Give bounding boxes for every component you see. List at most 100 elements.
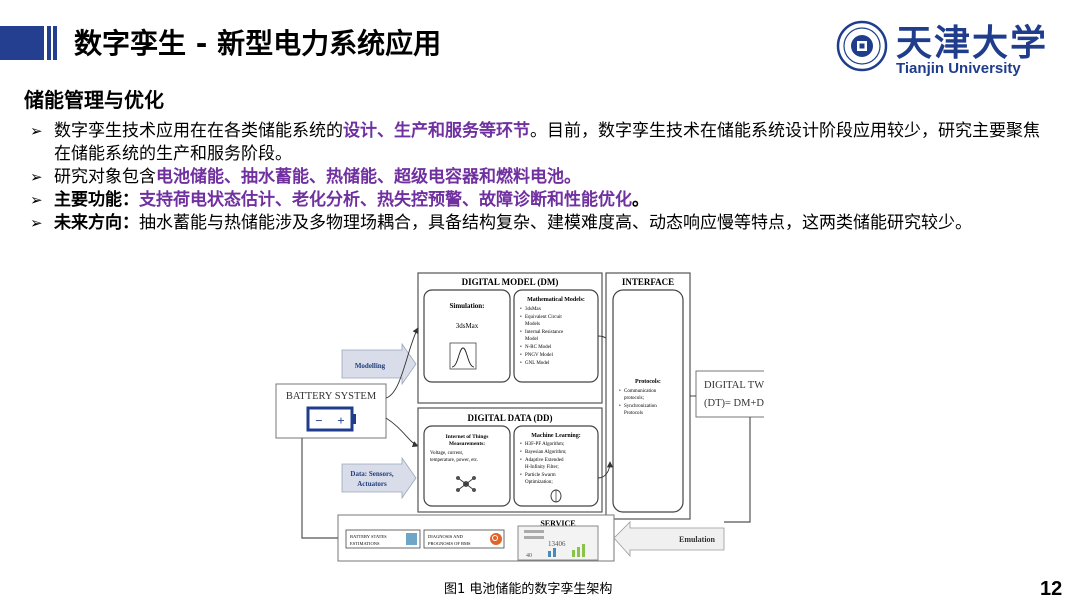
simulation-box <box>423 289 511 383</box>
battery-states-label: BATTERY STATES <box>350 534 387 539</box>
ml-item: • <box>520 473 522 478</box>
protocol-item: Synchronization <box>624 404 657 409</box>
iot-text: temperature, power, etc. <box>430 458 478 463</box>
iot-text: Voltage, current, <box>430 451 463 456</box>
bullet-arrow-icon: ➢ <box>30 168 43 186</box>
university-name-en: Tianjin University <box>896 60 1021 77</box>
protocol-item: Communication <box>624 389 657 394</box>
math-model-item: N-RC Model <box>525 345 552 350</box>
ml-item: H3F-PF Algorithm; <box>525 442 564 447</box>
protocol-item: protocols; <box>624 396 644 401</box>
bullet-highlight: 支持荷电状态估计、老化分析、热失控预警、故障诊断和性能优化 <box>139 190 632 210</box>
math-model-item: PNGV Model <box>525 353 553 358</box>
iot-title: Measurements: <box>449 441 485 447</box>
bullet-label: 未来方向： <box>54 213 139 233</box>
ml-item: Particle Swarm <box>525 473 556 478</box>
monitor-value: 13406 <box>548 540 566 548</box>
bullet-item: ➢ 主要功能：支持荷电状态估计、老化分析、热失控预警、故障诊断和性能优化。 <box>30 189 1040 212</box>
bullet-highlight: 设计、生产和服务等环节 <box>343 121 530 141</box>
figure-caption: 图1 电池储能的数字孪生架构 <box>444 582 613 597</box>
modelling-label: Modelling <box>355 362 386 370</box>
battery-plus-sign: + <box>337 413 344 428</box>
bullet-label: 主要功能： <box>54 190 139 210</box>
battery-icon: − + <box>306 406 356 432</box>
bullet-item: ➢ 未来方向：抽水蓄能与热储能涉及多物理场耦合，具备结构复杂、建模难度高、动态响… <box>30 212 1040 235</box>
university-seal-icon <box>836 20 888 72</box>
digital-twin-box <box>695 370 764 418</box>
battery-states-icon <box>406 533 417 545</box>
simulation-tool: 3dsMax <box>456 322 479 330</box>
ml-item: Bayesian Algorithm; <box>525 450 567 455</box>
header-accent-bar <box>0 26 44 60</box>
protocols-box <box>612 289 684 513</box>
ml-item: Optimization; <box>525 480 553 485</box>
math-model-item: GNL Model <box>525 361 550 366</box>
math-model-item: Models <box>525 322 540 327</box>
interface-title: INTERFACE <box>622 277 674 287</box>
bullet-text: 。 <box>632 190 649 210</box>
bullet-arrow-icon: ➢ <box>30 214 43 232</box>
battery-states-label: ESTIMATIONS <box>350 541 380 546</box>
math-models-title: Mathematical Models: <box>527 297 585 303</box>
bullet-highlight: 电池储能、抽水蓄能、热储能、超级电容器和燃料电池。 <box>156 167 581 187</box>
math-model-item: Model <box>525 337 539 342</box>
monitor-dashboard-icon: 13406 40 <box>517 525 599 561</box>
diagnosis-button: DIAGNOSIS AND PROGNOSIS OF BMS <box>423 529 505 549</box>
battery-minus-sign: − <box>315 413 322 428</box>
page-number: 12 <box>1040 578 1063 600</box>
bullet-text: 。目前，数字孪生技术在储能系统设计阶段应用较少，研究主要聚焦在储能系统的生产和服… <box>54 121 1040 164</box>
diagnosis-label: PROGNOSIS OF BMS <box>428 541 471 546</box>
digital-twin-line1: DIGITAL TWIN <box>704 380 764 391</box>
digital-twin-line2: (DT)= DM+DD <box>704 398 764 409</box>
digital-twin-to-service-connector <box>724 417 751 523</box>
digital-twin-architecture-diagram: DIGITAL MODEL (DM) Simulation: 3dsMax Ma… <box>275 272 764 562</box>
bullet-item: ➢ 研究对象包含电池储能、抽水蓄能、热储能、超级电容器和燃料电池。 <box>30 166 1040 189</box>
protocols-title: Protocols: <box>635 379 661 385</box>
ml-item: H-Infinity Filter; <box>525 465 559 470</box>
bullet-arrow-icon: ➢ <box>30 122 43 140</box>
math-model-item: • <box>520 307 522 312</box>
iot-box <box>423 425 511 507</box>
math-model-item: • <box>520 345 522 350</box>
search-icon <box>490 533 502 545</box>
math-models-box <box>513 289 599 383</box>
bell-curve-icon <box>449 342 477 370</box>
battery-to-service-connector <box>301 438 338 539</box>
monitor-small-value: 40 <box>526 553 532 559</box>
ml-item: • <box>520 458 522 463</box>
emulation-arrow: Emulation <box>613 521 725 558</box>
network-icon <box>456 476 476 492</box>
digital-model-title: DIGITAL MODEL (DM) <box>462 277 559 287</box>
ml-item: Adaptive Extended <box>525 458 564 463</box>
battery-system-label: BATTERY SYSTEM <box>286 391 377 402</box>
math-model-item: 3dsMax <box>525 307 542 312</box>
digital-data-title: DIGITAL DATA (DD) <box>467 413 552 423</box>
protocol-item: • <box>619 389 621 394</box>
university-name-cn: 天津大学 <box>896 22 1049 64</box>
protocol-item: • <box>619 404 621 409</box>
bullet-arrow-icon: ➢ <box>30 191 43 209</box>
bullet-text: 抽水蓄能与热储能涉及多物理场耦合，具备结构复杂、建模难度高、动态响应慢等特点，这… <box>139 213 972 233</box>
battery-states-button: BATTERY STATES ESTIMATIONS <box>345 529 421 549</box>
math-model-item: • <box>520 361 522 366</box>
ml-item: • <box>520 450 522 455</box>
bullet-list: ➢ 数字孪生技术应用在在各类储能系统的设计、生产和服务等环节。目前，数字孪生技术… <box>30 120 1040 235</box>
emulation-label: Emulation <box>679 535 716 544</box>
brain-icon <box>550 489 562 503</box>
ml-title: Machine Learning: <box>531 433 581 439</box>
bullet-text: 研究对象包含 <box>54 167 156 187</box>
modelling-arrow: Modelling <box>341 342 417 386</box>
protocol-item: Protocols <box>624 411 643 416</box>
ml-item: • <box>520 442 522 447</box>
service-title: SERVICE <box>540 519 575 528</box>
bullet-text: 数字孪生技术应用在在各类储能系统的 <box>54 121 343 141</box>
math-model-item: Equivalent Circuit <box>525 315 562 320</box>
simulation-title: Simulation: <box>449 302 484 310</box>
header-accent-stripe <box>47 26 51 60</box>
header-accent-stripe <box>53 26 57 60</box>
math-model-item: • <box>520 330 522 335</box>
section-subtitle: 储能管理与优化 <box>24 88 164 112</box>
data-sensors-label-2: Actuators <box>357 480 387 488</box>
math-model-item: Internal Resistance <box>525 330 564 335</box>
slide-title: 数字孪生 - 新型电力系统应用 <box>74 27 442 60</box>
